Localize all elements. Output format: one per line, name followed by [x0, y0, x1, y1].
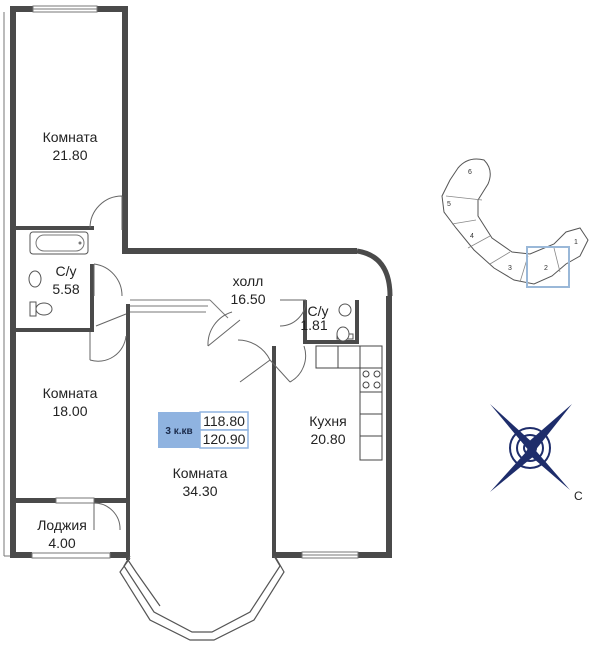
- room-labels: Комната 21.80 С/у 5.58 холл 16.50 С/у 1.…: [37, 129, 347, 551]
- wall-top-right: [97, 6, 128, 12]
- room-name: Комната: [173, 465, 228, 481]
- room-area: 21.80: [52, 147, 87, 163]
- plumbing: [28, 270, 354, 342]
- badge-area-1: 118.80: [203, 413, 245, 429]
- wall-wc-left: [303, 300, 307, 342]
- badge-type-bg: [158, 412, 200, 448]
- highlighted-section-box: [526, 246, 570, 288]
- sink-wc: [338, 303, 352, 317]
- sink-bath: [28, 270, 42, 288]
- room-area: 4.00: [48, 535, 75, 551]
- room-name: С/у: [56, 263, 77, 279]
- wall-wc-bottom: [303, 340, 359, 344]
- room-name: Комната: [43, 385, 98, 401]
- wall-upper-room-right: [122, 6, 128, 254]
- toilet-wc: [336, 326, 350, 342]
- building-key-plan: 1 2 3 4 5 6: [441, 158, 589, 288]
- room-name: Комната: [43, 129, 98, 145]
- bay-window: [119, 555, 285, 641]
- room-area: 18.00: [52, 403, 87, 419]
- room-area: 5.58: [52, 281, 79, 297]
- room-area: 20.80: [310, 431, 345, 447]
- wall-hall-top: [122, 248, 357, 254]
- room-name: Лоджия: [37, 517, 87, 533]
- wall-room-left: [126, 304, 130, 560]
- badge-area-2-box: [199, 429, 249, 449]
- walls: [10, 6, 392, 560]
- badge-area-2: 120.90: [203, 431, 246, 447]
- wall-bath-bottom: [10, 328, 94, 332]
- wall-bath-top: [10, 226, 94, 230]
- window-loggia-bottom: [31, 552, 111, 559]
- section-number: 5: [447, 201, 451, 208]
- section-number: 2: [544, 265, 548, 272]
- room-area: 1.81: [300, 317, 327, 333]
- bathtub: [29, 231, 89, 255]
- wall-loggia-bottom: [10, 552, 32, 558]
- badge-type: 3 к.кв: [165, 426, 192, 437]
- apartment-badge: 3 к.кв 118.80 120.90: [158, 411, 249, 449]
- wall-hall-corner: [356, 248, 393, 297]
- wall-bath-right: [90, 264, 94, 328]
- compass: С: [490, 404, 583, 503]
- section-number: 6: [468, 169, 472, 176]
- compass-north-label: С: [574, 489, 583, 503]
- wall-top-left: [10, 6, 33, 12]
- wall-room-kitchen: [272, 346, 276, 558]
- windows: [31, 5, 359, 559]
- section-number: 3: [508, 265, 512, 272]
- section-number: 4: [470, 233, 474, 240]
- wall-right: [386, 296, 392, 558]
- room-name: Кухня: [309, 413, 346, 429]
- building-outline: [441, 158, 589, 285]
- room-name: С/у: [308, 303, 329, 319]
- thin-lines: [3, 12, 229, 557]
- wall-left: [10, 6, 16, 556]
- wall-kitchen-bottom-left: [272, 552, 302, 558]
- wall-loggia-top-left: [10, 498, 56, 503]
- wall-loggia-top-right: [94, 498, 128, 503]
- wall-wc-right: [355, 300, 359, 342]
- doors: [89, 195, 307, 531]
- room-area: 16.50: [230, 291, 265, 307]
- toilet-bath: [35, 302, 53, 316]
- room-area: 34.30: [182, 483, 217, 499]
- section-number: 1: [574, 239, 578, 246]
- window-loggia: [55, 497, 95, 504]
- toilet-tank-bath: [29, 301, 37, 317]
- wall-kitchen-bottom-right: [358, 552, 392, 558]
- wall-room-bottom-left: [110, 552, 130, 558]
- kitchen-units: [315, 345, 383, 461]
- room-name: холл: [233, 273, 264, 289]
